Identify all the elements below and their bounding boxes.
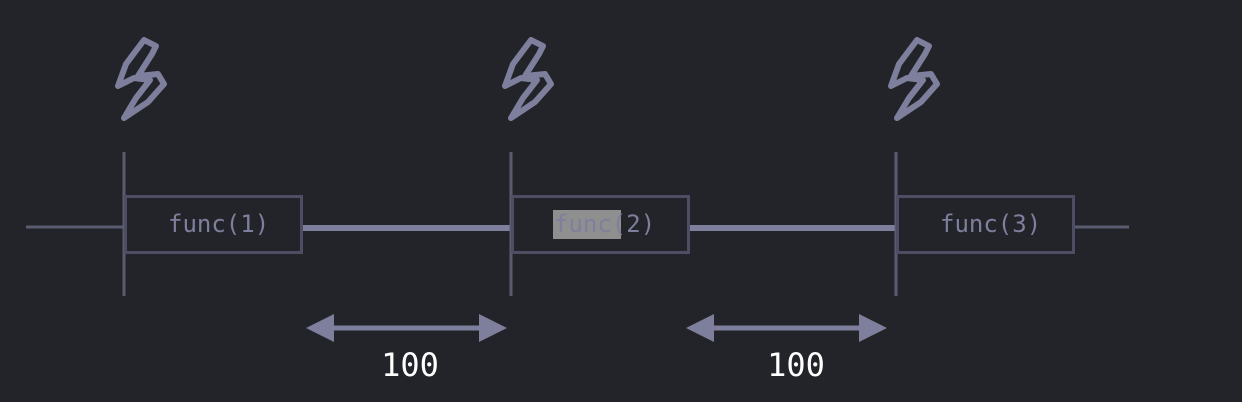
interval-label-2: 100 bbox=[767, 346, 825, 384]
call-label-2-rest: (2) bbox=[612, 210, 655, 238]
call-label-2: func(2) bbox=[554, 210, 655, 238]
double-headed-arrow-icon bbox=[306, 314, 507, 342]
lightning-bolt-icon bbox=[118, 40, 164, 118]
call-box-3 bbox=[896, 195, 1075, 254]
call-label-3: func(3) bbox=[940, 210, 1041, 238]
call-label-1: func(1) bbox=[168, 210, 269, 238]
interval-label-1: 100 bbox=[381, 346, 439, 384]
lightning-bolt-icon bbox=[505, 40, 551, 118]
text-selection-highlight bbox=[553, 210, 621, 239]
double-headed-arrow-icon bbox=[686, 314, 887, 342]
lightning-bolt-icon bbox=[891, 40, 937, 118]
call-label-2-highlighted: func bbox=[554, 210, 612, 238]
call-box-1 bbox=[124, 195, 303, 254]
